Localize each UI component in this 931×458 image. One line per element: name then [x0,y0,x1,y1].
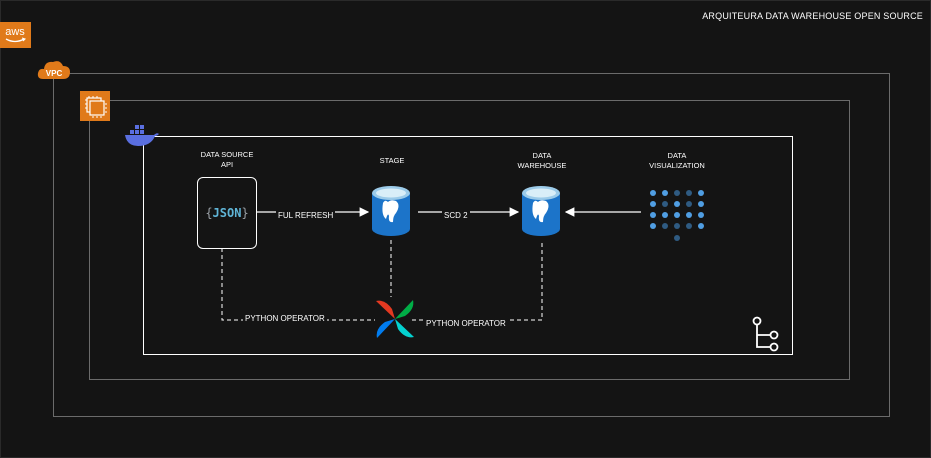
vpc-badge-text: VPC [46,69,63,78]
airflow-warehouse-link [412,241,543,321]
vpc-cloud-icon: VPC [37,61,70,79]
aws-badge-text: aws [5,26,25,38]
full-refresh-label: FUL REFRESH [276,211,336,221]
scd2-label: SCD 2 [442,211,470,221]
docker-whale-icon [125,125,159,146]
metabase-icon [650,190,704,241]
stage-postgresql-icon [372,186,410,236]
python-operator-label-left: PYTHON OPERATOR [243,314,327,324]
python-operator-label-right: PYTHON OPERATOR [424,319,508,329]
stage-label: STAGE [379,156,405,165]
diagram-title: ARQUITEURA DATA WAREHOUSE OPEN SOURCE [702,11,923,21]
git-branch-icon [752,316,779,352]
ec2-instance-icon [80,91,110,121]
warehouse-postgresql-icon [522,186,560,236]
json-icon-text: JSON [212,206,242,220]
airflow-pinwheel-icon [376,300,414,338]
json-file-icon: {JSON} [197,177,257,249]
aws-logo-icon: aws [0,22,31,48]
airflow-source-link [221,248,375,321]
